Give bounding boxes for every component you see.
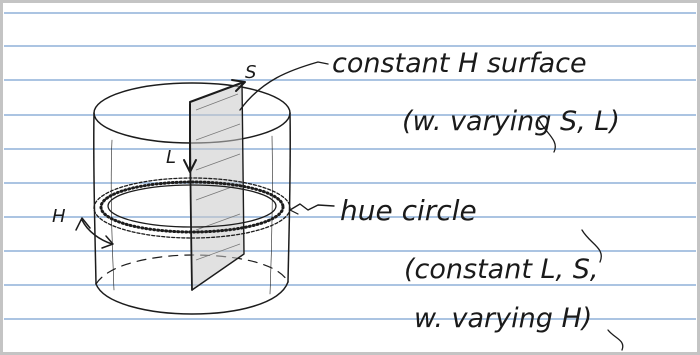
cylinder-bottom-front xyxy=(95,281,289,315)
h-arrowhead-right xyxy=(101,235,114,249)
surface-note: (w. varying S, L) xyxy=(402,106,620,137)
hue-title: hue circle xyxy=(340,194,477,227)
s-axis-label: S xyxy=(245,62,256,83)
hatch-line xyxy=(195,153,241,171)
sketch-shading xyxy=(269,135,273,295)
hue-ring-stipple xyxy=(99,180,285,234)
h-arrowhead-up xyxy=(75,217,91,231)
s-axis-arrow xyxy=(189,79,246,103)
h-axis-label: H xyxy=(52,206,66,227)
hatch-line xyxy=(195,93,239,111)
cylinder-right-side xyxy=(287,112,292,283)
s-arrowhead xyxy=(231,79,246,92)
hue-note-tail-2 xyxy=(607,329,624,351)
hatch-line xyxy=(195,183,241,201)
hatch-line xyxy=(195,123,241,141)
s-arrow-line xyxy=(189,81,245,103)
hue-ring-outer xyxy=(93,177,291,239)
surface-title: constant H surface xyxy=(332,48,587,79)
hue-note-line-1: (constant L, S, xyxy=(404,254,598,285)
hue-pointer-tip xyxy=(289,209,299,215)
hue-note-line-2: w. varying H) xyxy=(414,303,592,334)
plane-outline xyxy=(191,81,245,291)
sketch-shading xyxy=(110,139,115,291)
hue-ring-inner xyxy=(107,184,277,228)
l-axis-label: L xyxy=(166,147,176,168)
l-axis-arrow xyxy=(183,103,197,173)
cylinder-left-side xyxy=(92,112,97,285)
h-rotation-arrow xyxy=(75,217,114,249)
hue-circle xyxy=(93,177,291,239)
surface-note-tail xyxy=(537,117,556,153)
hue-pointer-squiggle xyxy=(289,203,335,211)
hue-note-tail xyxy=(581,229,602,263)
l-arrowhead xyxy=(183,159,197,173)
h-arrow-curve xyxy=(81,219,113,245)
surface-pointer-line xyxy=(239,61,329,111)
hatch-line xyxy=(195,243,241,261)
ruled-lines xyxy=(4,12,696,320)
